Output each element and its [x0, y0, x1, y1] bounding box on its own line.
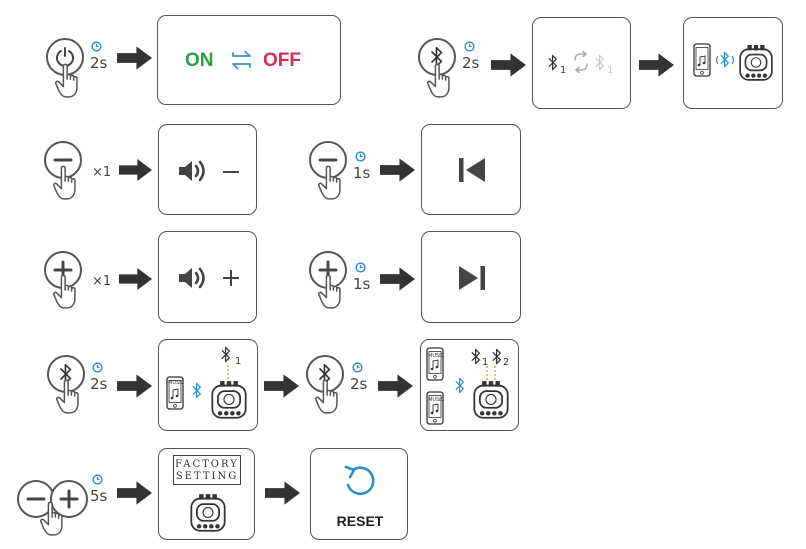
hand-pointer-icon	[53, 164, 81, 202]
bluetooth-index: 1	[560, 65, 567, 76]
hold-duration: 1s	[353, 164, 371, 182]
signal-waves-icon	[715, 55, 735, 65]
clock-icon	[352, 362, 363, 373]
clock-icon	[355, 262, 366, 273]
previous-track-icon	[459, 158, 485, 182]
power-toggle-panel: ON OFF	[157, 15, 341, 105]
off-label: OFF	[263, 50, 301, 71]
clock-icon	[92, 362, 103, 373]
clock-icon	[464, 41, 475, 52]
music-label: MUSIC	[168, 380, 185, 386]
bluetooth-toggle-panel: 1 1	[532, 17, 631, 109]
arrow-right-icon	[264, 374, 299, 398]
plus-icon	[59, 489, 79, 509]
hand-pointer-icon	[427, 62, 455, 100]
arrow-right-icon	[117, 46, 152, 70]
swap-arrows-icon	[574, 50, 588, 74]
factory-setting-frame	[173, 455, 241, 485]
hand-pointer-icon	[56, 378, 84, 416]
bluetooth-icon	[548, 54, 558, 71]
signal-link-icon	[227, 365, 229, 381]
next-track-icon	[459, 266, 485, 290]
bluetooth-icon	[595, 54, 605, 71]
bluetooth-icon	[221, 346, 231, 363]
speaker-icon	[177, 159, 209, 183]
hand-pointer-icon	[53, 273, 81, 311]
bluetooth-icon	[471, 348, 481, 365]
device-icon	[473, 380, 509, 420]
minus-icon	[223, 171, 239, 173]
device-icon	[739, 44, 773, 82]
music-label: MUSIC	[428, 353, 445, 359]
press-multiplier: ×1	[92, 274, 112, 289]
phone-icon	[426, 389, 444, 427]
hold-duration: 1s	[353, 275, 371, 293]
volume-up-button[interactable]	[50, 480, 88, 518]
arrow-right-icon	[380, 158, 415, 182]
phone-icon	[166, 372, 184, 414]
hold-duration: 2s	[350, 375, 368, 393]
minus-icon	[26, 497, 46, 501]
plus-icon	[223, 270, 239, 286]
arrow-right-icon	[378, 374, 413, 398]
on-label: ON	[185, 50, 214, 71]
factory-setting-line1: FACTORY	[175, 459, 239, 470]
volume-up-panel	[158, 231, 257, 323]
hold-duration: 5s	[90, 487, 108, 505]
arrow-right-icon	[119, 267, 152, 291]
reset-label: RESET	[336, 513, 384, 529]
music-label: MUSIC	[428, 397, 445, 403]
clock-icon	[91, 41, 102, 52]
arrow-right-icon	[380, 267, 415, 291]
hand-pointer-icon	[318, 273, 346, 311]
factory-setting-panel: FACTORY SETTING	[158, 448, 255, 540]
previous-track-panel	[421, 124, 521, 215]
reset-arrow-icon	[344, 465, 375, 495]
hold-duration: 2s	[462, 54, 480, 72]
hand-pointer-icon	[40, 500, 68, 538]
bluetooth-index: 1	[607, 65, 614, 76]
speaker-icon	[177, 266, 209, 290]
pairing-dual-panel: MUSIC MUSIC 1 2	[420, 339, 519, 431]
bluetooth-icon	[455, 377, 465, 394]
device-icon	[211, 380, 247, 420]
factory-setting-line2: SETTING	[175, 471, 239, 482]
swap-arrows-icon	[232, 50, 251, 70]
arrow-right-icon	[117, 374, 152, 398]
device-icon	[190, 493, 226, 533]
arrow-right-icon	[265, 481, 300, 505]
hold-duration: 2s	[90, 375, 108, 393]
bluetooth-index: 1	[482, 357, 489, 368]
minus-icon	[318, 158, 338, 162]
reset-panel: RESET	[310, 448, 408, 540]
next-track-panel	[421, 231, 521, 323]
arrow-right-icon	[117, 481, 152, 505]
clock-icon	[355, 151, 366, 162]
arrow-right-icon	[639, 53, 674, 77]
hand-pointer-icon	[318, 164, 346, 202]
hand-pointer-icon	[55, 62, 83, 100]
device-connected-panel	[683, 17, 783, 109]
arrow-right-icon	[119, 158, 152, 182]
volume-down-panel	[158, 124, 257, 215]
phone-icon	[693, 43, 711, 77]
clock-icon	[92, 474, 103, 485]
bluetooth-icon	[192, 382, 202, 399]
minus-icon	[53, 158, 73, 162]
press-multiplier: ×1	[92, 165, 112, 180]
bluetooth-icon	[492, 348, 502, 365]
arrow-right-icon	[491, 53, 526, 77]
hold-duration: 2s	[90, 54, 108, 72]
hand-pointer-icon	[315, 378, 343, 416]
pairing-single-panel: 1 MUSIC	[158, 339, 258, 431]
signal-link-icon	[486, 366, 496, 380]
phone-icon	[426, 345, 444, 383]
bluetooth-index: 2	[503, 357, 510, 368]
bluetooth-index: 1	[235, 356, 242, 367]
